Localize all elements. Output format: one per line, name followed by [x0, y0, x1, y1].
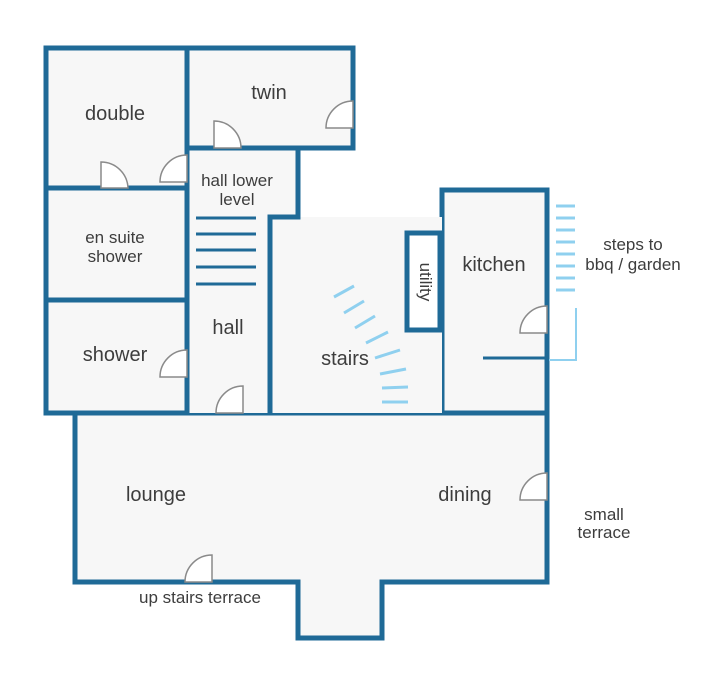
door-hall-icon [215, 385, 244, 414]
stairs-area [187, 148, 442, 413]
label-dining: dining [438, 484, 491, 506]
door-kitchen-icon [519, 305, 548, 334]
label-steps-1: steps to [603, 235, 663, 254]
label-shower: shower [83, 344, 148, 366]
utility-room [404, 230, 443, 333]
label-terrace-2: terrace [578, 523, 631, 542]
label-hall-lower-2: level [220, 190, 255, 209]
label-double: double [85, 103, 145, 125]
hall-stairs-icon [196, 216, 256, 286]
label-terrace-1: small [584, 505, 624, 524]
label-ensuite-1: en suite [85, 228, 145, 247]
double-room [43, 45, 190, 191]
label-hall-lower-1: hall lower [201, 171, 273, 190]
kitchen-area [439, 187, 550, 416]
door-upstairs-terrace-icon [184, 554, 213, 583]
label-twin: twin [251, 82, 287, 104]
label-steps-2: bbq / garden [585, 255, 680, 274]
stairs-area-walls [267, 148, 301, 413]
label-upstairs-terrace: up stairs terrace [139, 588, 261, 607]
label-hall: hall [212, 317, 243, 339]
door-shower-icon [159, 349, 188, 378]
door-dining-icon [519, 472, 548, 501]
door-double-icon [100, 161, 129, 189]
label-lounge: lounge [126, 484, 186, 506]
label-ensuite-2: shower [88, 247, 143, 266]
door-twin-right-icon [325, 100, 354, 129]
garden-steps-icon [549, 204, 577, 361]
main-stairs-icon [333, 284, 409, 404]
label-utility: utility [416, 263, 435, 302]
label-kitchen: kitchen [462, 254, 525, 276]
label-stairs: stairs [321, 348, 369, 370]
door-hall-lower-icon [159, 154, 188, 183]
door-twin-icon [213, 120, 242, 149]
